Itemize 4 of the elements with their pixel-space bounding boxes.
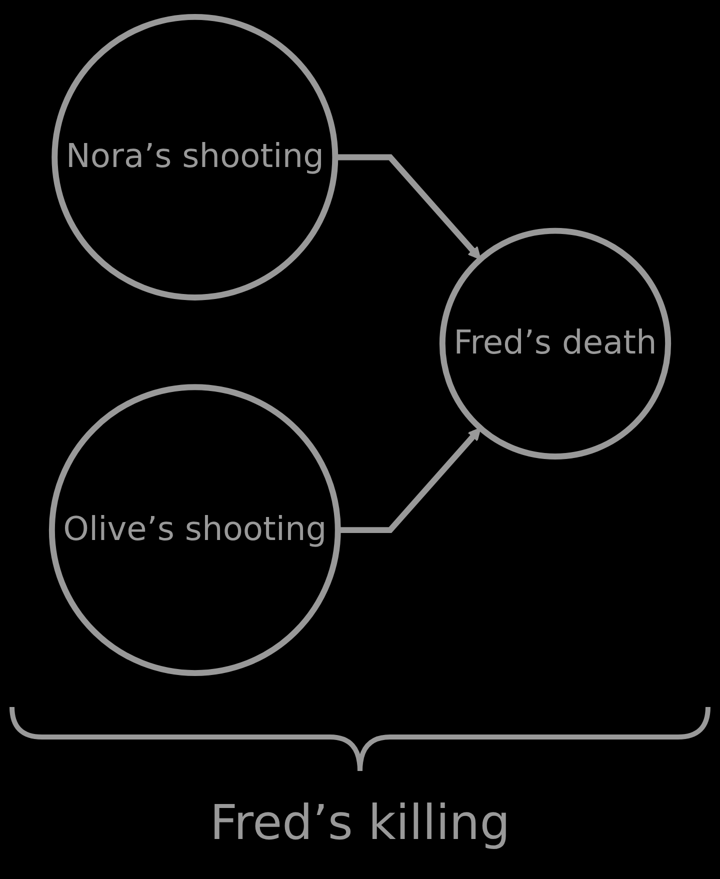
node-circle: Fred’s death bbox=[439, 228, 672, 460]
node-circle: Nora’s shooting bbox=[52, 14, 338, 300]
node-circle: Olive’s shooting bbox=[48, 384, 341, 676]
caption-text: Fred’s killing bbox=[210, 795, 510, 851]
